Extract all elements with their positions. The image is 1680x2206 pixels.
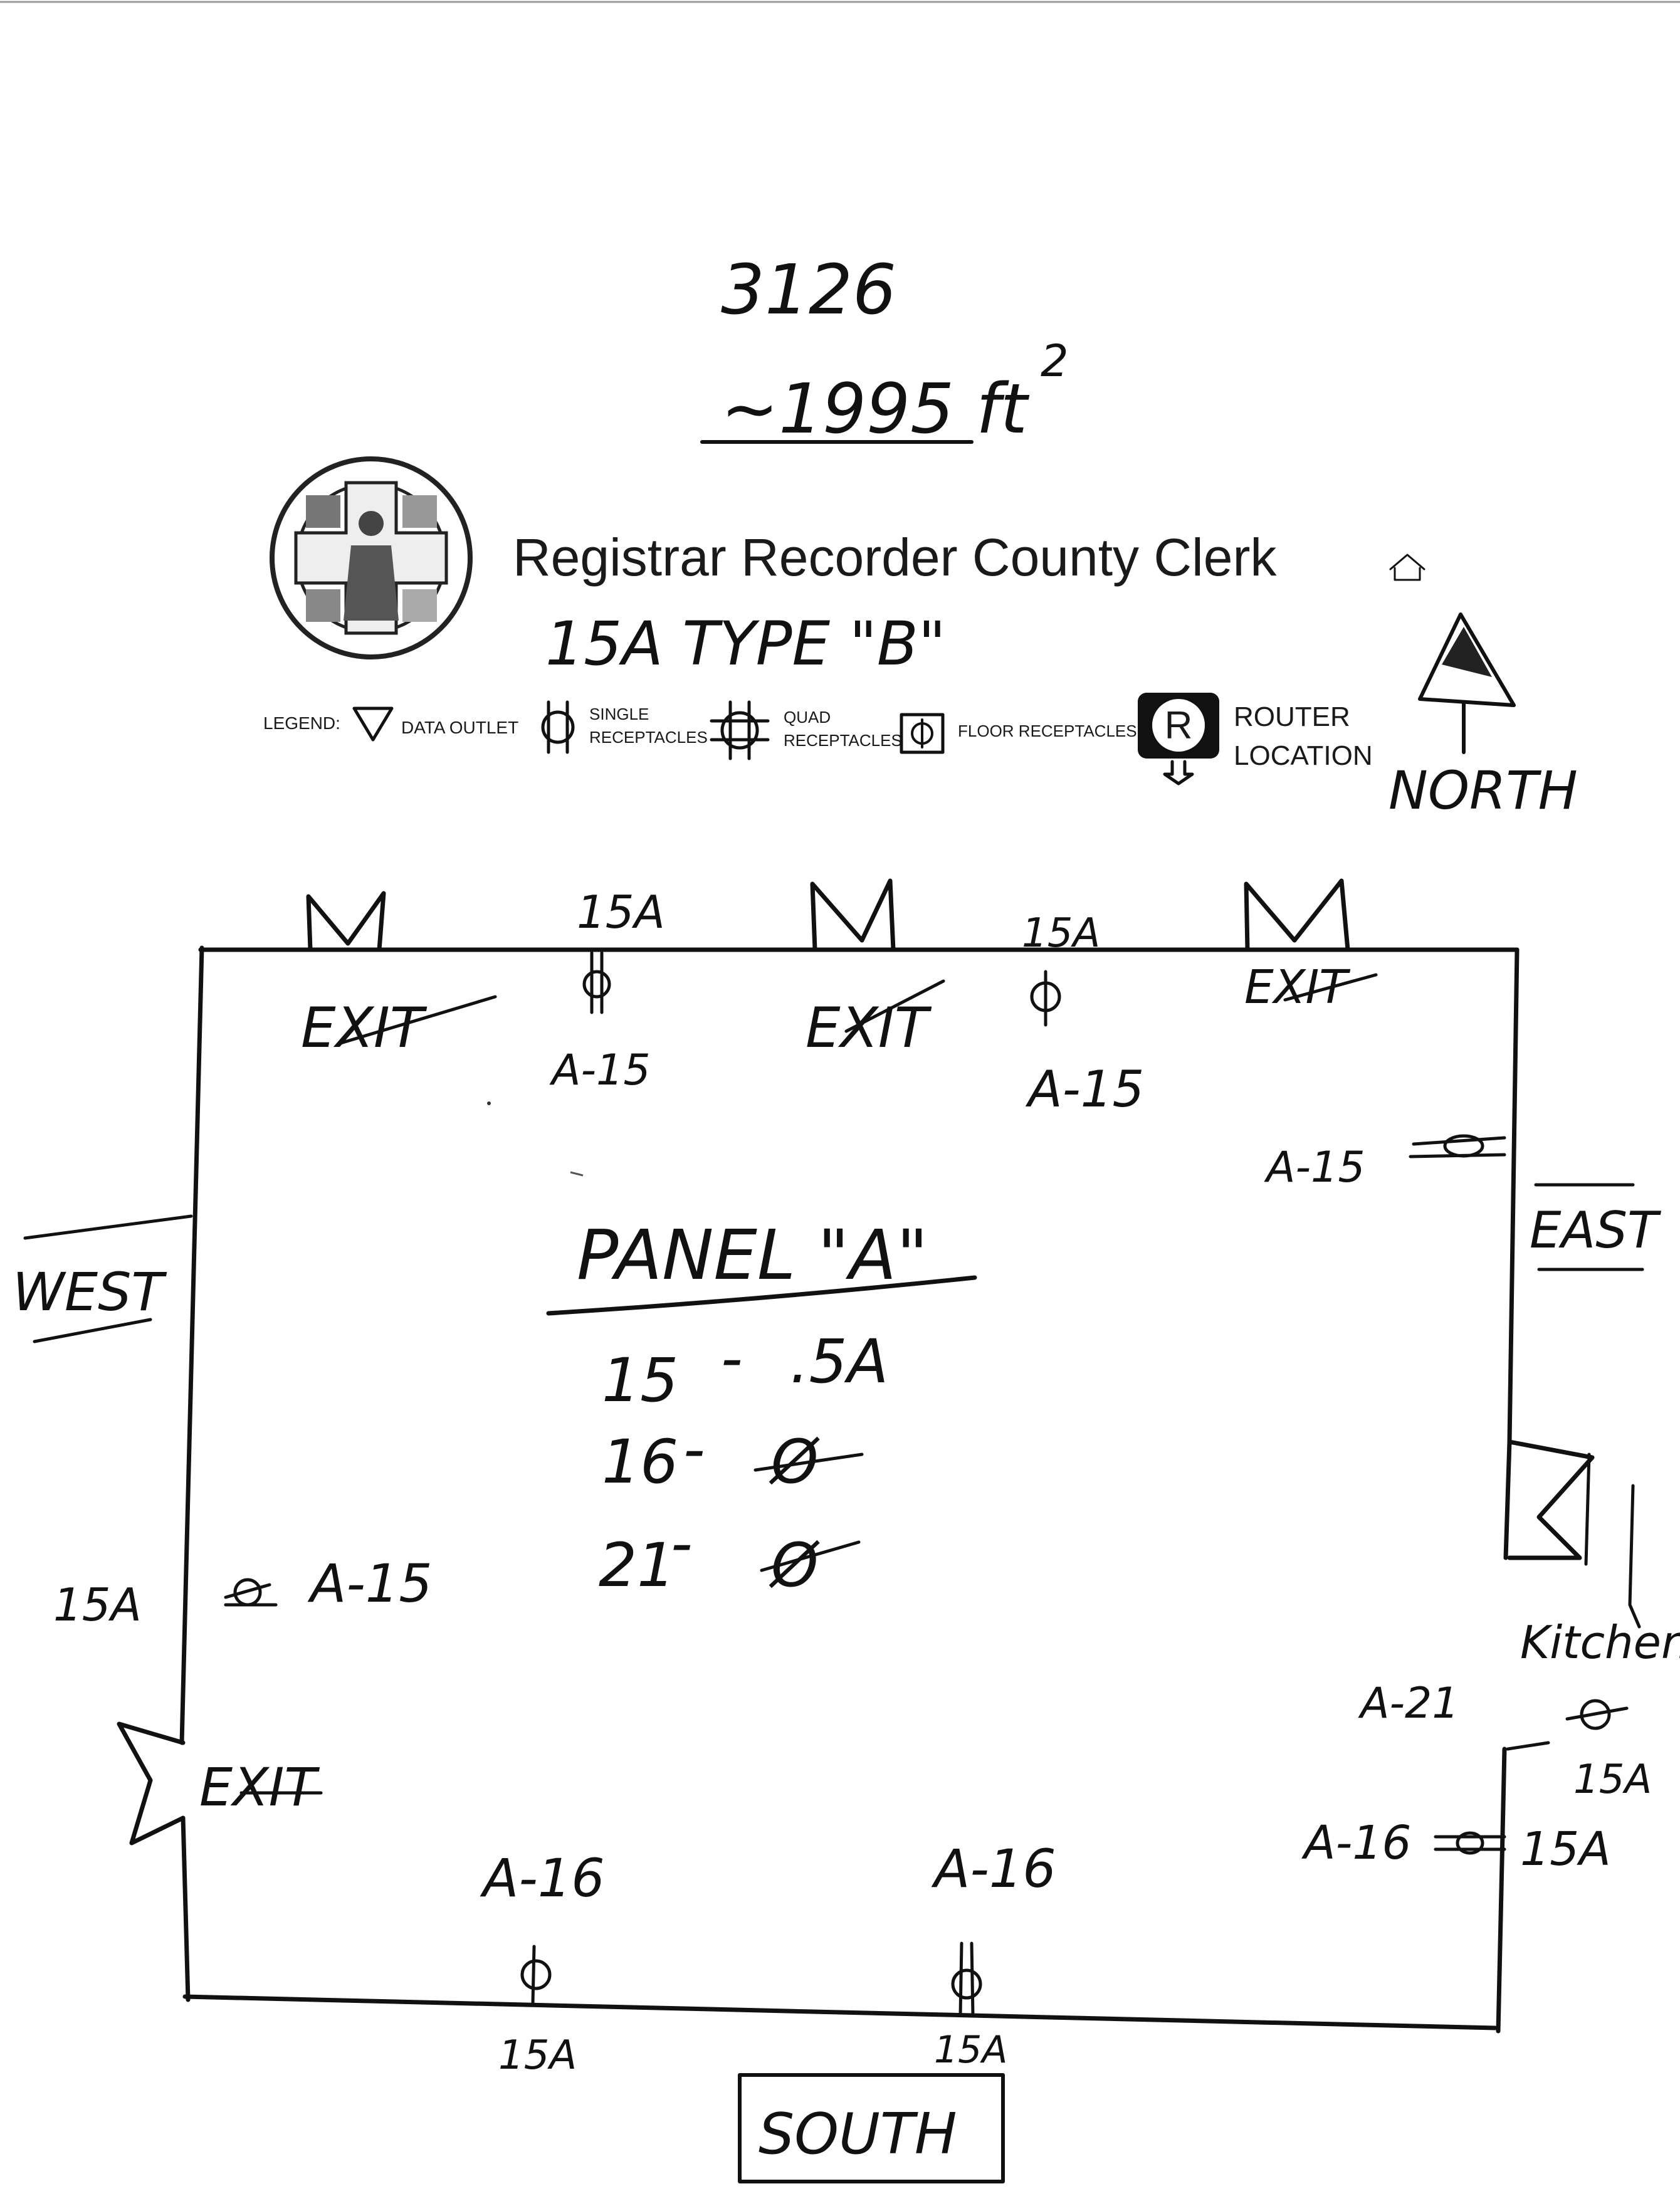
exit-label: EXIT [806,995,932,1060]
floor-receptacle-icon [900,713,945,754]
outlet-circuit: A-16 [931,1838,1056,1899]
exit-door-west [117,1721,186,1846]
outlet-circuit: A-21 [1358,1679,1459,1728]
panel-row-circuit: 15 [602,1345,678,1416]
legend-item-label-2: RECEPTACLES [784,731,902,750]
building-code: 3126 [721,249,896,330]
north-label: NORTH [1389,760,1578,821]
exit-strike [1283,973,1378,1002]
outlet-amp: 15A [1022,910,1100,957]
subtitle: 15A TYPE "B" [545,609,946,679]
outlet-amp: 15A [934,2028,1007,2072]
single-receptacle-icon [520,1945,552,2005]
exit-label: EXIT [301,995,428,1060]
area-value: ~1995 ft [721,369,1030,449]
kitchen-label: Kitchen [1520,1616,1680,1669]
legend: LEGEND: DATA OUTLET SINGLE RECEPTACLES Q… [263,693,1373,785]
single-receptacle-icon [582,951,611,1014]
west-underline [23,1214,193,1240]
outlet-circuit: A-15 [1264,1143,1365,1192]
panel-schedule: PANEL "A" 15 - .5A 16 - Ø 21 - Ø [546,1215,977,1600]
exit-door-top-left [306,891,386,952]
outlet-amp: 15A [577,886,665,938]
panel-row-value: .5A [790,1326,888,1397]
home-icon [1389,554,1425,581]
outlet-amp: 15A [1573,1757,1652,1803]
outlet-circuit: A-15 [549,1046,651,1095]
outlet-amp: 15A [53,1578,142,1631]
legend-item-label: SINGLE [589,705,649,723]
outlet-circuit: A-16 [1301,1816,1412,1870]
exit-strike [844,979,945,1033]
exit-door-top-right [1244,878,1350,952]
outlet-amp: 15A [1520,1822,1611,1876]
exit-strike [337,995,497,1046]
router-label: ROUTER [1234,701,1350,732]
router-label-2: LOCATION [1234,740,1373,771]
data-outlet-icon [352,706,394,742]
org-title: Registrar Recorder County Clerk [513,528,1277,587]
outlet-circuit: A-16 [480,1847,605,1909]
panel-strike [760,1540,861,1572]
stray-mark [487,1101,491,1105]
quad-receptacle-icon [710,700,770,760]
router-icon [1138,693,1219,785]
legend-item-label: QUAD [784,708,831,727]
outlet-circuit: A-15 [307,1553,433,1614]
east-label: EAST [1530,1201,1662,1259]
wall-receptacle-icon [1565,1699,1629,1730]
exit-door-top-center [810,878,896,952]
west-underline [33,1318,152,1343]
panel-strike [753,1452,864,1472]
stray-mark [570,1171,584,1177]
single-receptacle-icon [951,1941,982,2017]
wall-receptacle-icon [1409,1134,1506,1158]
single-receptacle-icon [1030,970,1061,1027]
south-label: SOUTH [759,2101,957,2167]
panel-row-sep: - [721,1323,743,1394]
legend-item-label: FLOOR RECEPTACLES [958,722,1137,740]
north-arrow-icon [1418,612,1516,754]
legend-label: LEGEND: [263,713,340,733]
west-label: WEST [13,1261,167,1323]
legend-item-label: DATA OUTLET [401,718,518,737]
wall-receptacle-icon [1434,1831,1506,1855]
legend-item-label-2: RECEPTACLES [589,728,708,747]
area-superscript: 2 [1041,335,1069,387]
outlet-circuit: A-15 [1025,1060,1144,1118]
panel-underline [546,1275,977,1316]
panel-row-sep: - [683,1414,705,1484]
panel-row-circuit: 16 [602,1427,678,1497]
kitchen-door-east [1506,1439,1641,1751]
room-walls [179,945,1520,2034]
wall-receptacle-icon [224,1578,278,1607]
south-label-box [738,2073,1005,2183]
panel-row-circuit: 21 [599,1530,675,1600]
county-seal-logo [270,456,473,659]
panel-title: PANEL "A" [577,1215,928,1295]
single-receptacle-icon [541,700,575,754]
exit-label: EXIT [199,1757,320,1818]
outlet-amp: 15A [498,2032,577,2079]
panel-row-sep: - [671,1508,693,1578]
router-symbol: R [1165,704,1193,747]
